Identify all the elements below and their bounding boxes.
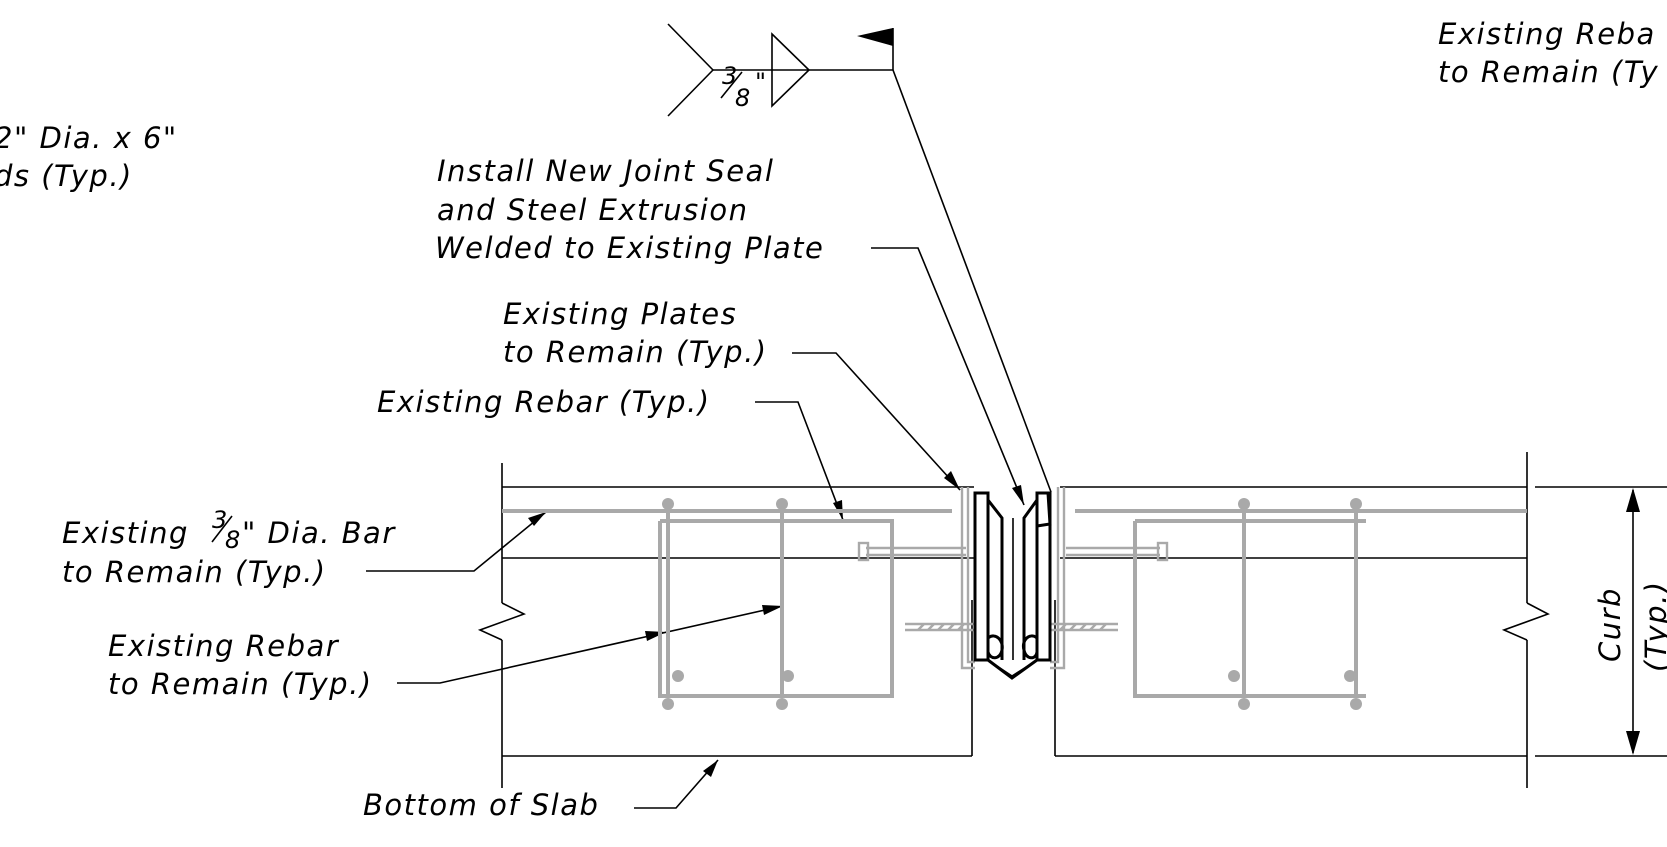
curb-dimension xyxy=(1535,486,1667,757)
field-weld-flag-icon xyxy=(857,28,893,46)
label-top-right-1: Existing Reba xyxy=(1438,17,1656,51)
label-bottom-slab: Bottom of Slab xyxy=(363,788,599,822)
weld-inch-mark: " xyxy=(755,68,766,96)
joint-seal-assembly xyxy=(973,491,1052,680)
label-rebar-typ: Existing Rebar (Typ.) xyxy=(377,385,711,419)
label-bar-1b: " Dia. Bar xyxy=(242,516,396,550)
right-existing-rebar xyxy=(1066,498,1527,710)
left-slab xyxy=(477,463,974,788)
label-top-left-2: ds (Typ.) xyxy=(0,159,133,193)
left-existing-rebar xyxy=(502,498,966,710)
label-bar-1a: Existing xyxy=(62,516,189,550)
leader-lines xyxy=(366,247,1025,809)
label-plates-2: to Remain (Typ.) xyxy=(503,335,768,369)
label-joint-seal-2: and Steel Extrusion xyxy=(437,193,748,227)
label-joint-seal-1: Install New Joint Seal xyxy=(437,154,774,188)
weld-symbol: 3 8 " xyxy=(667,23,1052,493)
label-curb-typ: (Typ.) xyxy=(1639,580,1667,672)
label-rebar-remain-1: Existing Rebar xyxy=(108,629,340,663)
bar-size-den: 8 xyxy=(225,526,240,554)
weld-size-den: 8 xyxy=(735,84,750,112)
weld-leader-line xyxy=(892,69,1052,493)
label-plates-1: Existing Plates xyxy=(503,297,737,331)
existing-plates xyxy=(905,487,1118,670)
label-bar-2: to Remain (Typ.) xyxy=(62,555,327,589)
right-slab xyxy=(1054,452,1550,788)
fillet-weld-triangle-icon xyxy=(771,32,811,108)
label-joint-seal-3: Welded to Existing Plate xyxy=(435,231,824,265)
label-curb: Curb xyxy=(1593,587,1627,662)
label-top-right-2: to Remain (Ty xyxy=(1438,55,1659,89)
label-top-left-1: 2" Dia. x 6" xyxy=(0,121,178,155)
label-rebar-remain-2: to Remain (Typ.) xyxy=(108,667,373,701)
